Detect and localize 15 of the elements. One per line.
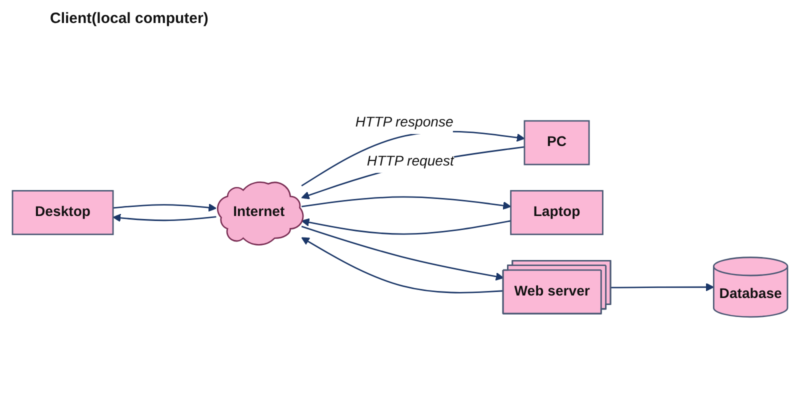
arrow	[301, 218, 511, 236]
edge-label: HTTP response	[355, 114, 454, 131]
node-box: Laptop	[510, 190, 604, 236]
edge-label: HTTP request	[366, 154, 454, 170]
arrow	[302, 196, 512, 210]
arrow	[112, 214, 216, 222]
arrow	[301, 131, 525, 187]
section-heading: Client(local computer)	[50, 10, 208, 27]
arrow	[112, 204, 217, 212]
arrow	[610, 283, 714, 292]
node-box: Desktop	[12, 190, 114, 236]
arrow	[301, 226, 504, 281]
node-box: PC	[524, 120, 590, 166]
arrow	[301, 238, 504, 294]
arrow	[301, 146, 525, 200]
